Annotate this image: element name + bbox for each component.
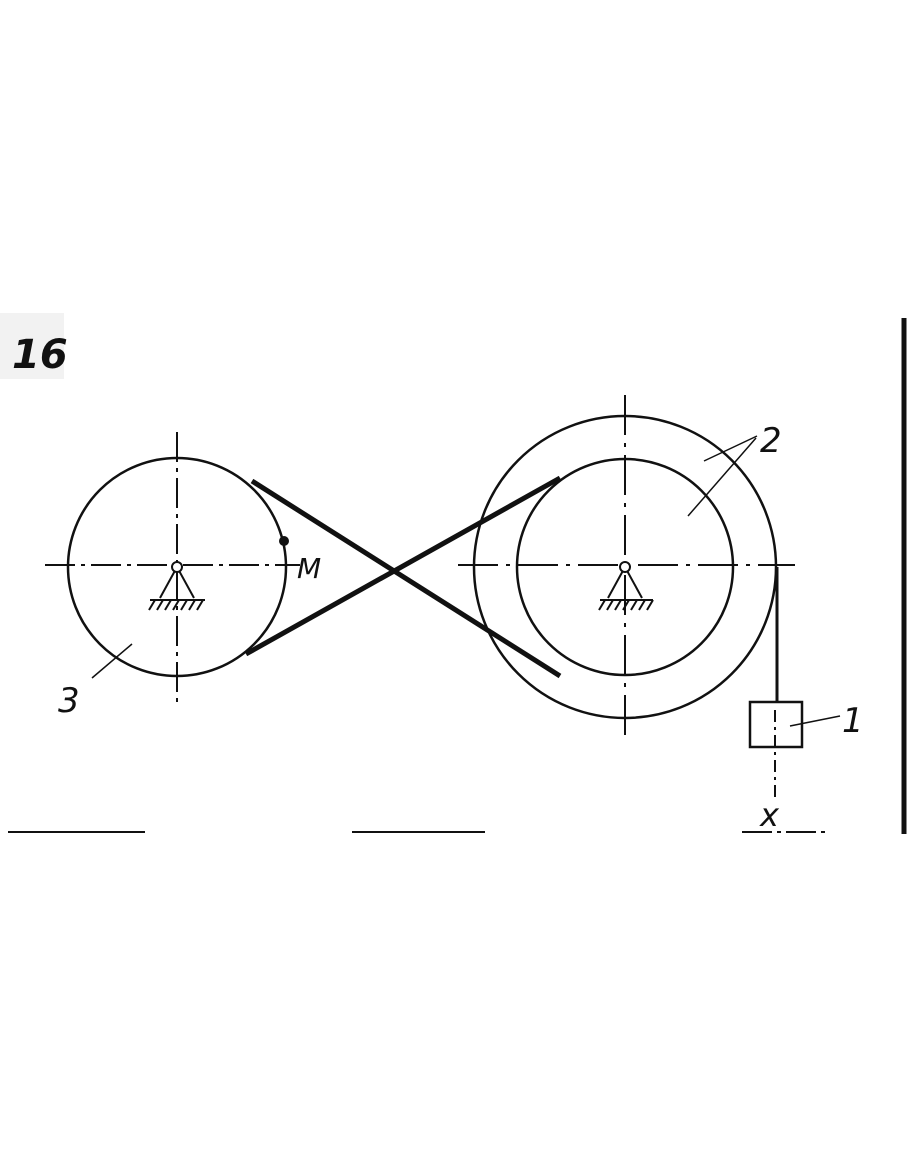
wheel-2-inner-rim xyxy=(515,457,735,677)
leader-2b xyxy=(687,437,757,517)
label-3: 3 xyxy=(58,681,80,721)
wheel-3 xyxy=(66,456,288,678)
leader-3 xyxy=(91,643,133,679)
label-1: 1 xyxy=(842,701,864,741)
leader-2a xyxy=(703,435,758,462)
label-2: 2 xyxy=(760,421,782,461)
leader-1 xyxy=(789,715,841,727)
point-m-marker xyxy=(279,536,289,546)
ground-hatch-3 xyxy=(148,599,204,611)
figure-number: 16 xyxy=(12,332,68,378)
belt-strand-lower xyxy=(244,475,562,657)
label-m: M xyxy=(297,552,321,585)
pivot-2 xyxy=(619,561,631,573)
label-x: x xyxy=(759,796,780,834)
belt-strand-upper xyxy=(250,478,562,679)
ground-hatch-2 xyxy=(598,599,654,611)
pivot-3 xyxy=(171,561,183,573)
figure-number-background xyxy=(0,313,64,379)
